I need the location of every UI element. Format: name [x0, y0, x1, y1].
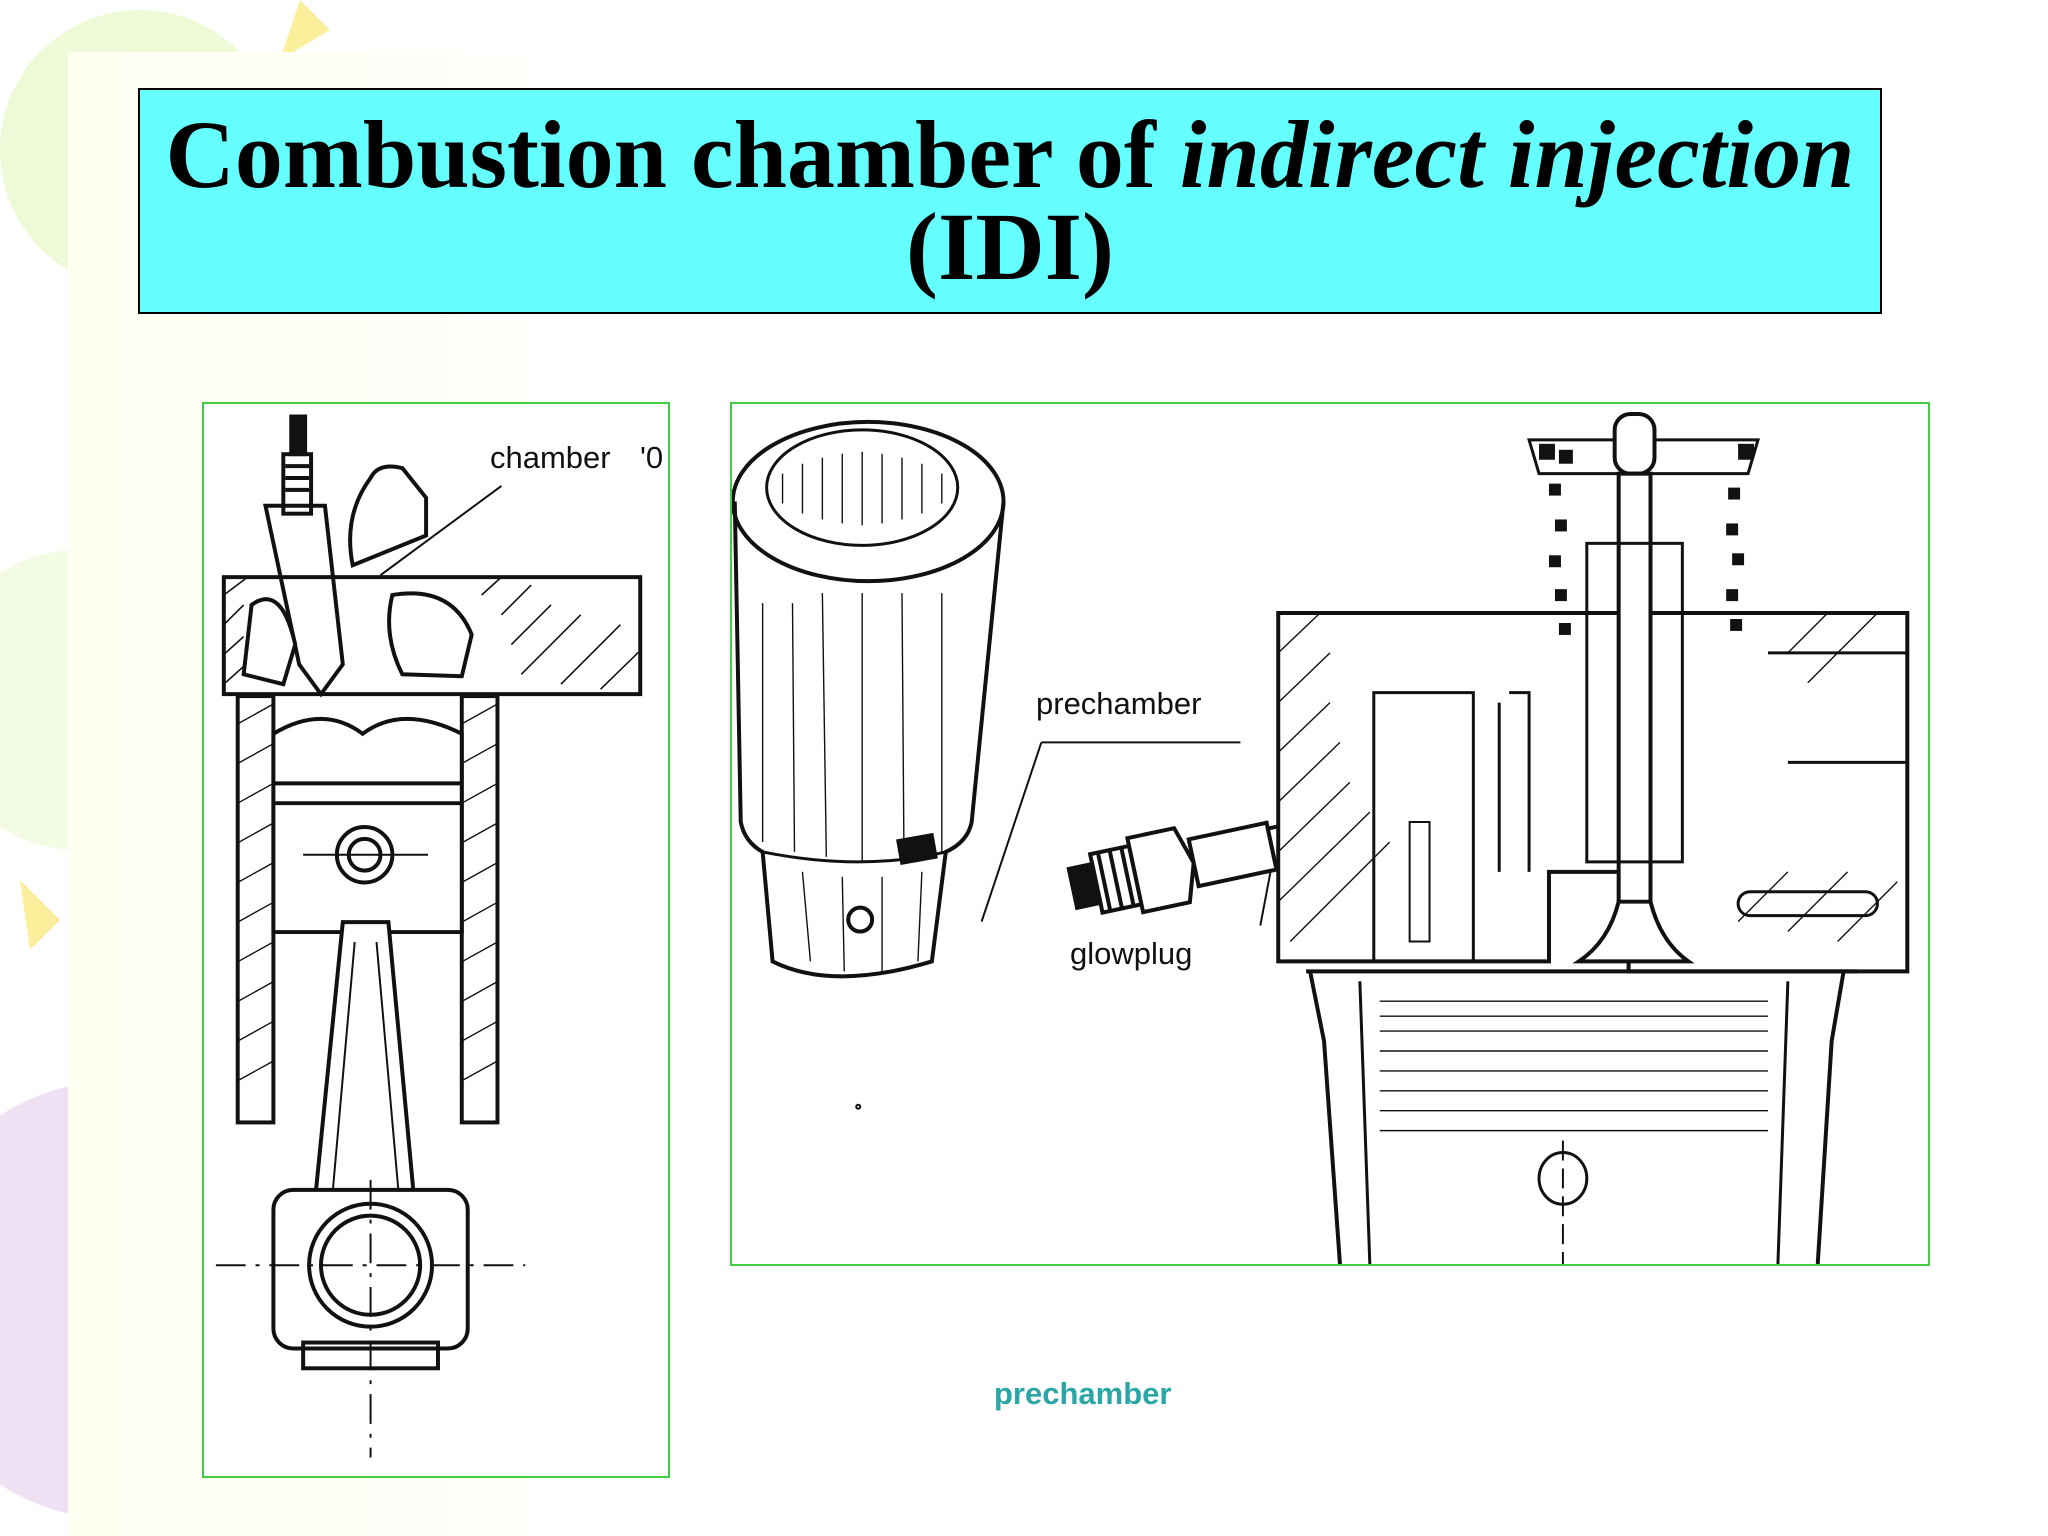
caption-prechamber: prechamber [994, 1376, 1172, 1411]
title-line-1: Combustion chamber of indirect injection [166, 107, 1855, 203]
right-figure-panel [730, 402, 1930, 1266]
chamber-label: chamber [490, 440, 611, 475]
slide-title: Combustion chamber of indirect injection… [138, 88, 1882, 314]
title-line-2: (IDI) [906, 193, 1114, 300]
chamber-mark-label: '0 [640, 440, 664, 475]
engine-section-drawing [215, 414, 643, 1458]
prechamber-figure-label: prechamber [1036, 686, 1202, 721]
prechamber-section-drawing [732, 411, 1910, 1264]
glowplug-label: glowplug [1070, 936, 1193, 971]
title-italic-text: indirect injection [1179, 101, 1855, 208]
title-regular-text: Combustion chamber of [165, 101, 1180, 208]
left-figure-panel [202, 402, 670, 1478]
